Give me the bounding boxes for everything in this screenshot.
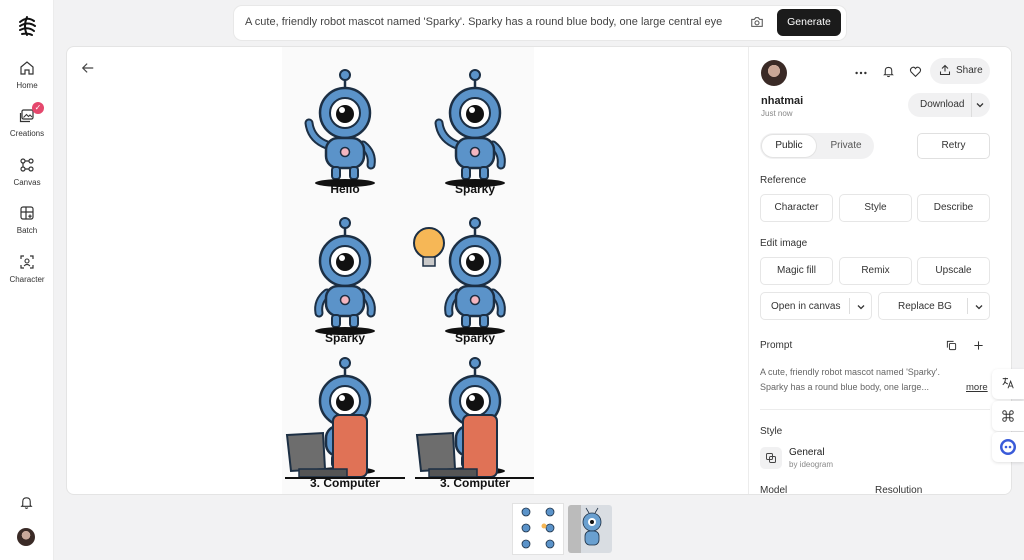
prompt-line-1: A cute, friendly robot mascot named 'Spa… xyxy=(760,367,941,377)
user-avatar[interactable] xyxy=(17,528,35,546)
heart-icon[interactable] xyxy=(909,65,922,78)
notifications-bell-icon[interactable] xyxy=(19,495,34,510)
plus-icon[interactable] xyxy=(973,340,984,351)
edit-image-title: Edit image xyxy=(760,238,808,249)
thumbnail-1[interactable] xyxy=(512,503,564,555)
visibility-toggle: Public Private xyxy=(760,133,874,159)
prompt-input[interactable]: A cute, friendly robot mascot named 'Spa… xyxy=(245,16,723,28)
character-scan-icon xyxy=(20,255,34,269)
sidebar: Home ✓ Creations Canvas Batch Character xyxy=(0,0,54,560)
caption-5: 3. Computer xyxy=(309,476,380,490)
robot-sheet-illustration xyxy=(284,68,536,479)
style-general-icon xyxy=(766,453,776,463)
command-icon xyxy=(1002,410,1014,422)
nav-character[interactable]: Character xyxy=(0,254,54,284)
magic-fill-button[interactable]: Magic fill xyxy=(760,257,833,285)
download-divider xyxy=(971,93,972,117)
style-by: by ideogram xyxy=(789,460,834,469)
share-label: Share xyxy=(956,65,983,76)
assistant-button[interactable] xyxy=(992,432,1024,462)
upscale-button[interactable]: Upscale xyxy=(917,257,990,285)
nav-canvas-label: Canvas xyxy=(13,178,41,187)
nav-canvas[interactable]: Canvas xyxy=(0,157,54,187)
model-title: Model xyxy=(760,485,788,495)
ideogram-logo-icon[interactable] xyxy=(14,13,40,39)
created-time: Just now xyxy=(761,109,793,118)
thumbnail-1-image xyxy=(521,507,555,549)
replace-bg-button[interactable]: Replace BG xyxy=(898,301,952,312)
author-name[interactable]: nhatmai xyxy=(761,95,804,107)
grid-plus-icon xyxy=(20,206,34,220)
nav-batch-label: Batch xyxy=(16,226,38,235)
thumbnail-2[interactable] xyxy=(568,505,612,553)
chevron-down-icon[interactable] xyxy=(974,302,984,312)
caption-6: 3. Computer xyxy=(439,476,510,490)
prompt-title: Prompt xyxy=(760,340,793,351)
prompt-line-2: Sparky has a round blue body, one large.… xyxy=(760,382,929,392)
reference-describe-button[interactable]: Describe xyxy=(917,194,990,222)
nav-home[interactable]: Home xyxy=(0,60,54,90)
image-detail-panel: Hello Sparky Sparky Sparky 3. Computer 3… xyxy=(66,46,1012,495)
public-option[interactable]: Public xyxy=(762,135,816,157)
reference-style-button[interactable]: Style xyxy=(839,194,912,222)
nodes-icon xyxy=(20,158,34,172)
share-upload-icon xyxy=(939,64,951,76)
camera-icon[interactable] xyxy=(750,15,764,29)
nav-creations[interactable]: ✓ Creations xyxy=(0,102,54,138)
assistant-bot-icon xyxy=(1000,439,1016,455)
bell-icon[interactable] xyxy=(882,65,895,78)
nav-character-label: Character xyxy=(9,275,45,284)
style-thumb xyxy=(760,447,782,469)
divider xyxy=(967,298,968,314)
style-title: Style xyxy=(760,426,783,437)
remix-button[interactable]: Remix xyxy=(839,257,912,285)
creations-badge: ✓ xyxy=(32,102,44,114)
download-button[interactable]: Download xyxy=(920,99,965,110)
caption-1: Hello xyxy=(330,182,360,196)
thumbnail-2-image xyxy=(582,507,602,546)
more-options-icon[interactable] xyxy=(854,66,868,80)
command-button[interactable] xyxy=(992,401,1024,431)
caption-2: Sparky xyxy=(454,182,496,196)
retry-button[interactable]: Retry xyxy=(917,133,990,159)
caption-4: Sparky xyxy=(454,331,496,345)
caption-3: Sparky xyxy=(324,331,366,345)
nav-batch[interactable]: Batch xyxy=(0,205,54,235)
share-button[interactable]: Share xyxy=(930,58,990,84)
author-avatar[interactable] xyxy=(761,60,787,86)
images-icon xyxy=(19,109,34,123)
copy-icon[interactable] xyxy=(946,340,957,351)
prompt-bar: A cute, friendly robot mascot named 'Spa… xyxy=(234,6,846,40)
section-divider xyxy=(760,409,990,410)
translate-icon xyxy=(1002,377,1014,389)
style-name: General xyxy=(789,447,825,458)
divider xyxy=(849,298,850,314)
translate-button[interactable] xyxy=(992,369,1024,399)
chevron-down-icon[interactable] xyxy=(856,302,866,312)
generated-image[interactable]: Hello Sparky Sparky Sparky 3. Computer 3… xyxy=(282,47,536,494)
download-group: Download xyxy=(908,93,990,117)
reference-character-button[interactable]: Character xyxy=(760,194,833,222)
reference-title: Reference xyxy=(760,175,807,186)
back-arrow-icon[interactable] xyxy=(81,61,95,75)
private-option[interactable]: Private xyxy=(830,140,862,151)
home-icon xyxy=(20,61,34,75)
open-in-canvas-button[interactable]: Open in canvas xyxy=(771,301,841,312)
chevron-down-icon[interactable] xyxy=(975,100,985,110)
nav-home-label: Home xyxy=(16,81,38,90)
resolution-title: Resolution xyxy=(875,485,923,495)
generate-button[interactable]: Generate xyxy=(777,9,841,36)
details-sidebar: Share nhatmai Just now Download Public P… xyxy=(748,47,1011,495)
nav-creations-label: Creations xyxy=(9,129,45,138)
replace-bg-group: Replace BG xyxy=(878,292,990,320)
open-in-canvas-group: Open in canvas xyxy=(760,292,872,320)
prompt-more-link[interactable]: more xyxy=(966,382,988,393)
